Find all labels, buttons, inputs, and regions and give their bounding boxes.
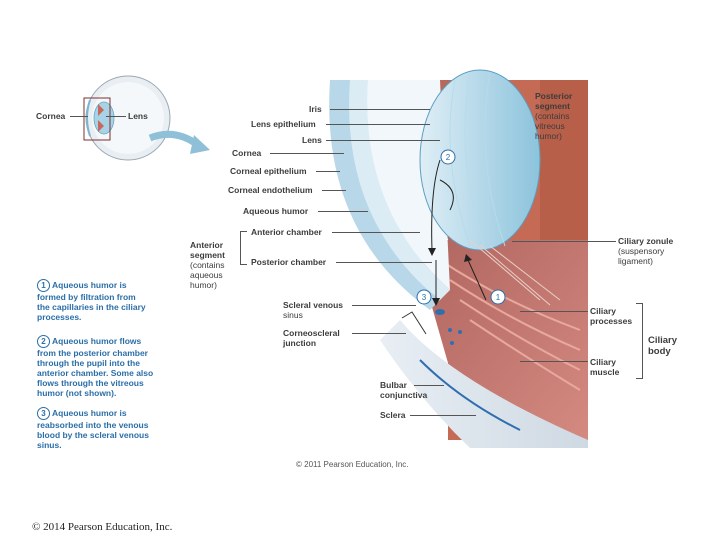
ciliary-muscle-label: Ciliary muscle: [590, 357, 620, 377]
anterior-segment-bracket: [240, 231, 247, 265]
anterior-segment-label: Anterior segment (contains aqueous humor…: [190, 240, 225, 290]
bulbar-conjunctiva-label: Bulbar conjunctiva: [380, 380, 428, 400]
marker-3: 3: [416, 289, 432, 305]
scleral-venous-sinus-label: Scleral venous sinus: [283, 300, 344, 320]
ciliary-processes-label: Ciliary processes: [590, 306, 633, 326]
lens-epithelium-label: Lens epithelium: [251, 119, 316, 129]
anterior-chamber-label: Anterior chamber: [251, 227, 322, 237]
sclera-label: Sclera: [380, 410, 406, 420]
inset-zoom-box: [83, 97, 111, 141]
ciliary-body-bracket: [636, 303, 643, 379]
main-eye-section: [329, 69, 588, 448]
inset-lens-label: Lens: [128, 111, 148, 121]
step-1-number: 1: [37, 279, 50, 292]
step-2-number: 2: [37, 335, 50, 348]
ciliary-zonule-label: Ciliary zonule (suspensory ligament): [618, 236, 674, 266]
posterior-chamber-label: Posterior chamber: [251, 257, 327, 267]
marker-2: 2: [440, 149, 456, 165]
marker-1: 1: [490, 289, 506, 305]
marker-1-label: 1: [496, 293, 501, 302]
aqueous-humor-label: Aqueous humor: [243, 206, 309, 216]
marker-3-label: 3: [422, 293, 427, 302]
cornea-label: Cornea: [232, 148, 262, 158]
marker-2-label: 2: [446, 153, 451, 162]
iris-label: Iris: [309, 104, 322, 114]
corneal-endothelium-label: Corneal endothelium: [228, 185, 313, 195]
inset-cornea-label: Cornea: [36, 111, 66, 121]
step-3-number: 3: [37, 407, 50, 420]
outer-copyright: © 2014 Pearson Education, Inc.: [32, 521, 173, 533]
lens-label: Lens: [302, 135, 322, 145]
posterior-segment-label: Posterior segment (contains vitreous hum…: [535, 91, 573, 141]
ciliary-body-label: Ciliary body: [648, 335, 678, 357]
inner-copyright: © 2011 Pearson Education, Inc.: [296, 460, 409, 469]
corneal-epithelium-label: Corneal epithelium: [230, 166, 307, 176]
corneoscleral-junction-label: Corneoscleral junction: [283, 328, 340, 348]
inset-eye: [83, 75, 171, 161]
